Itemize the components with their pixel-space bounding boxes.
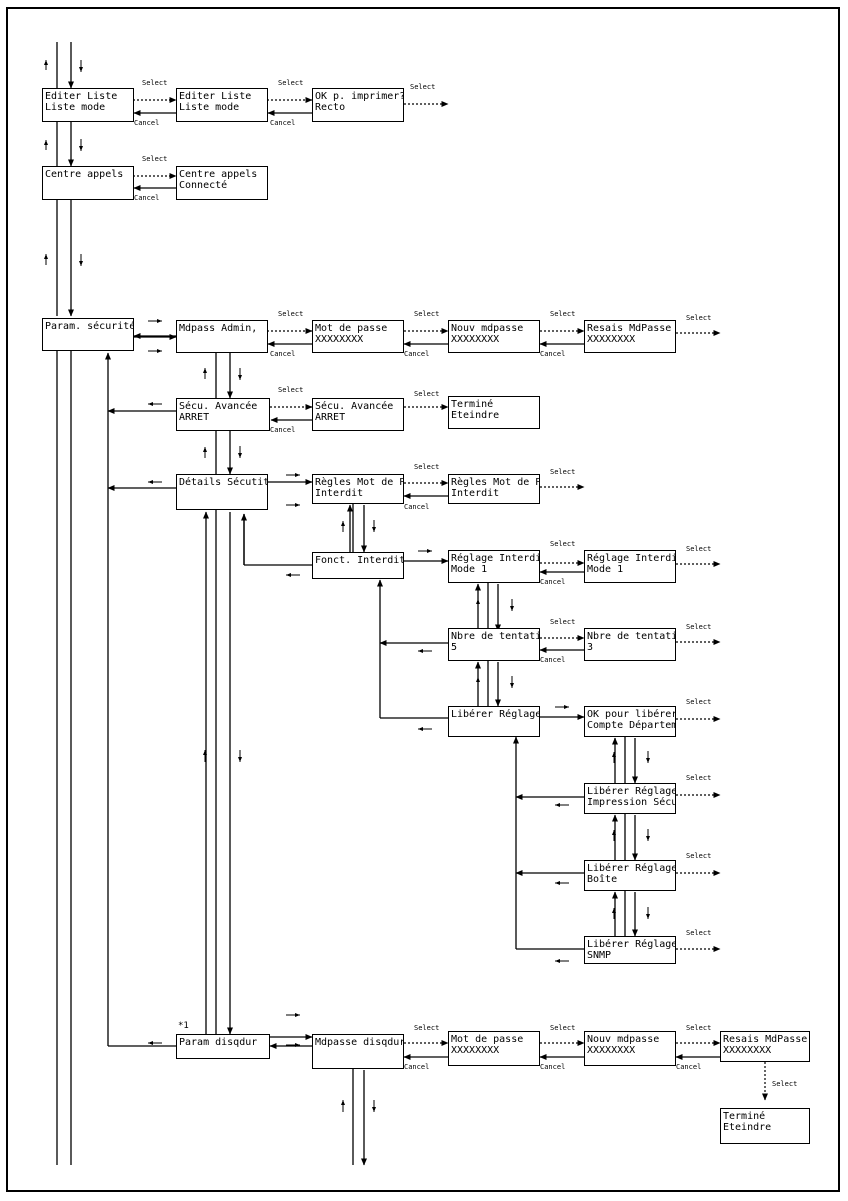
cancel-label: Cancel — [540, 656, 566, 664]
box-mdpass-admin: Mdpass Admin, — [176, 320, 268, 353]
select-label: Select — [142, 79, 168, 87]
box-fonct-interdite: Fonct. Interdite — [312, 552, 404, 579]
cancel-label: Cancel — [404, 1063, 430, 1071]
cancel-label: Cancel — [540, 350, 566, 358]
cancel-label: Cancel — [270, 119, 296, 127]
select-label: Select — [550, 468, 576, 476]
select-label: Select — [410, 83, 436, 91]
select-label: Select — [550, 618, 576, 626]
box-ok-imprimer: OK p. imprimer?Recto — [312, 88, 404, 122]
cancel-label: Cancel — [134, 119, 160, 127]
diagram-frame — [6, 7, 840, 1192]
select-label: Select — [772, 1080, 798, 1088]
select-label: Select — [550, 1024, 576, 1032]
cancel-label: Cancel — [676, 1063, 702, 1071]
box-param-disqdur: Param disqdur — [176, 1034, 270, 1059]
select-label: Select — [550, 540, 576, 548]
select-label: Select — [278, 79, 304, 87]
box-regles-mot-de-passe: Règles Mot de P.Interdit — [312, 474, 404, 504]
select-label: Select — [278, 310, 304, 318]
cancel-label: Cancel — [540, 578, 566, 586]
footnote-ref: *1 — [178, 1021, 189, 1031]
cancel-label: Cancel — [134, 194, 160, 202]
select-label: Select — [686, 774, 712, 782]
select-label: Select — [142, 155, 168, 163]
select-label: Select — [414, 1024, 440, 1032]
box-regles-mot-de-passe-2: Règles Mot de P.Interdit — [448, 474, 540, 504]
select-label: Select — [686, 929, 712, 937]
box-nbre-tentatives: Nbre de tentatives5 — [448, 628, 540, 661]
select-label: Select — [686, 698, 712, 706]
select-label: Select — [686, 1024, 712, 1032]
box-liberer-reglage: Libérer Réglage — [448, 706, 540, 737]
box-nbre-tentatives-2: Nbre de tentatives3 — [584, 628, 676, 661]
box-param-securite: Param. sécurité — [42, 318, 134, 351]
select-label: Select — [278, 386, 304, 394]
cancel-label: Cancel — [404, 503, 430, 511]
cancel-label: Cancel — [270, 426, 296, 434]
select-label: Select — [686, 545, 712, 553]
box-ok-pour-liberer: OK pour libérer?Compte Département — [584, 706, 676, 737]
cancel-label: Cancel — [404, 350, 430, 358]
box-details-securite: Détails Sécutité — [176, 474, 268, 510]
select-label: Select — [686, 852, 712, 860]
cancel-label: Cancel — [270, 350, 296, 358]
box-centre-appels: Centre appels — [42, 166, 134, 200]
box-mdpasse-disqdur: Mdpasse disqdur — [312, 1034, 404, 1069]
select-label: Select — [414, 463, 440, 471]
select-label: Select — [414, 390, 440, 398]
select-label: Select — [550, 310, 576, 318]
select-label: Select — [686, 314, 712, 322]
cancel-label: Cancel — [540, 1063, 566, 1071]
select-label: Select — [414, 310, 440, 318]
select-label: Select — [686, 623, 712, 631]
